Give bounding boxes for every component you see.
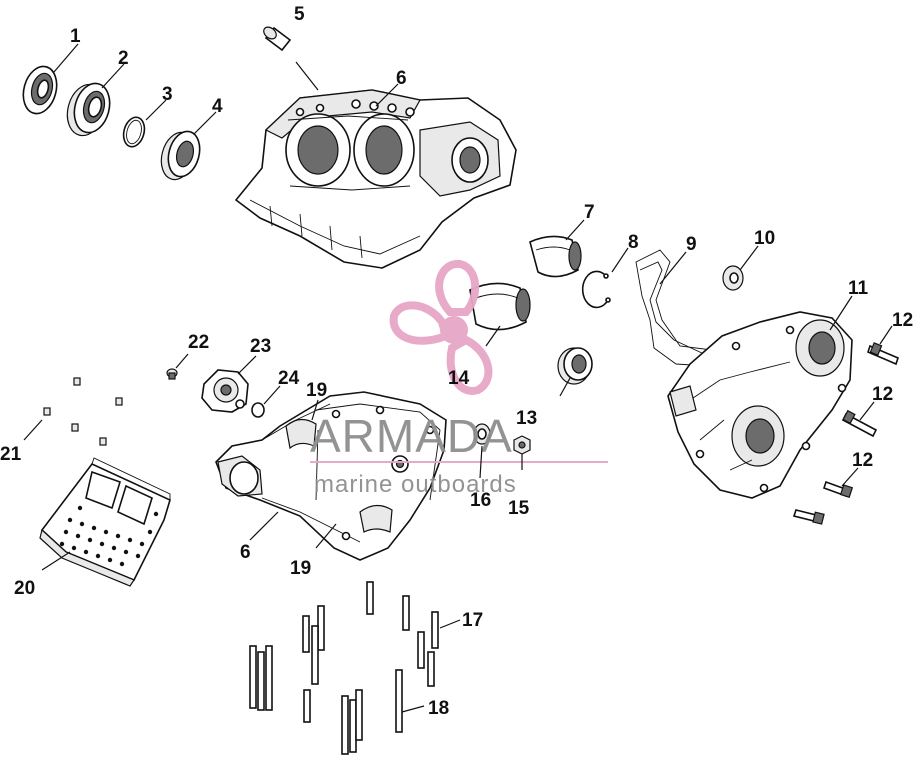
leader-lines (23, 43, 893, 713)
part-22-screw (166, 368, 178, 380)
callout-13: 13 (516, 408, 537, 429)
callout-5: 5 (294, 4, 305, 25)
part-3-o-ring (122, 116, 146, 148)
part-20-baffle-plate (39, 457, 171, 587)
part-11-end-cover (667, 311, 853, 499)
callout-22: 22 (188, 332, 209, 353)
callout-12-middle: 12 (872, 384, 893, 405)
part-6-crankcase-upper (234, 89, 517, 269)
callout-12-top: 12 (892, 310, 913, 331)
part-12-bolt-lower (792, 480, 854, 525)
part-1-oil-seal (22, 65, 58, 115)
callout-17: 17 (462, 610, 483, 631)
watermark-logo-icon (389, 260, 493, 395)
callout-9: 9 (686, 234, 697, 255)
part-2-bearing (66, 82, 111, 137)
part-8-circlip (581, 270, 611, 309)
part-21-screws (43, 377, 123, 446)
part-4-seal (160, 130, 201, 181)
callout-24: 24 (278, 368, 300, 389)
part-14-bearing-shell (469, 282, 531, 331)
part-12-bolt-middle (841, 409, 878, 438)
callout-16: 16 (470, 490, 491, 511)
part-15-nut (513, 435, 531, 455)
part-16-plug (473, 423, 491, 445)
callout-21: 21 (0, 444, 22, 465)
part-17-18-studs (249, 581, 439, 755)
watermark-tagline: marine outboards (314, 471, 517, 498)
callout-1: 1 (70, 26, 81, 47)
part-12-bolt-top (867, 342, 899, 366)
callout-15: 15 (508, 498, 530, 519)
callout-3: 3 (162, 84, 173, 105)
callout-6-upper: 6 (396, 68, 407, 89)
callout-19-upper: 19 (306, 380, 327, 401)
part-6-crankcase-lower (215, 391, 447, 561)
part-23-cover (201, 369, 249, 413)
callout-4: 4 (212, 96, 223, 117)
callout-11: 11 (848, 278, 869, 299)
callout-2: 2 (118, 48, 129, 69)
callout-20: 20 (14, 578, 35, 599)
part-24-o-ring (251, 402, 265, 418)
watermark-brand: ARMADA (310, 410, 513, 462)
callout-7: 7 (584, 202, 595, 223)
callout-18: 18 (428, 698, 449, 719)
callout-23: 23 (250, 336, 271, 357)
part-7-bearing-shell (529, 235, 582, 278)
part-5-dowel-pin (263, 26, 292, 52)
callout-8: 8 (628, 232, 639, 253)
callout-19-lower: 19 (290, 558, 311, 579)
part-13-seal (557, 347, 593, 385)
callout-6-lower: 6 (240, 542, 251, 563)
callout-14: 14 (448, 368, 470, 389)
watermark: ARMADA marine outboards (310, 260, 608, 498)
callout-10: 10 (754, 228, 775, 249)
callout-12-lower: 12 (852, 450, 873, 471)
part-10-washer (722, 265, 744, 291)
callout-labels: 1 2 3 4 5 6 6 7 8 9 10 11 12 12 12 13 14… (0, 4, 913, 719)
